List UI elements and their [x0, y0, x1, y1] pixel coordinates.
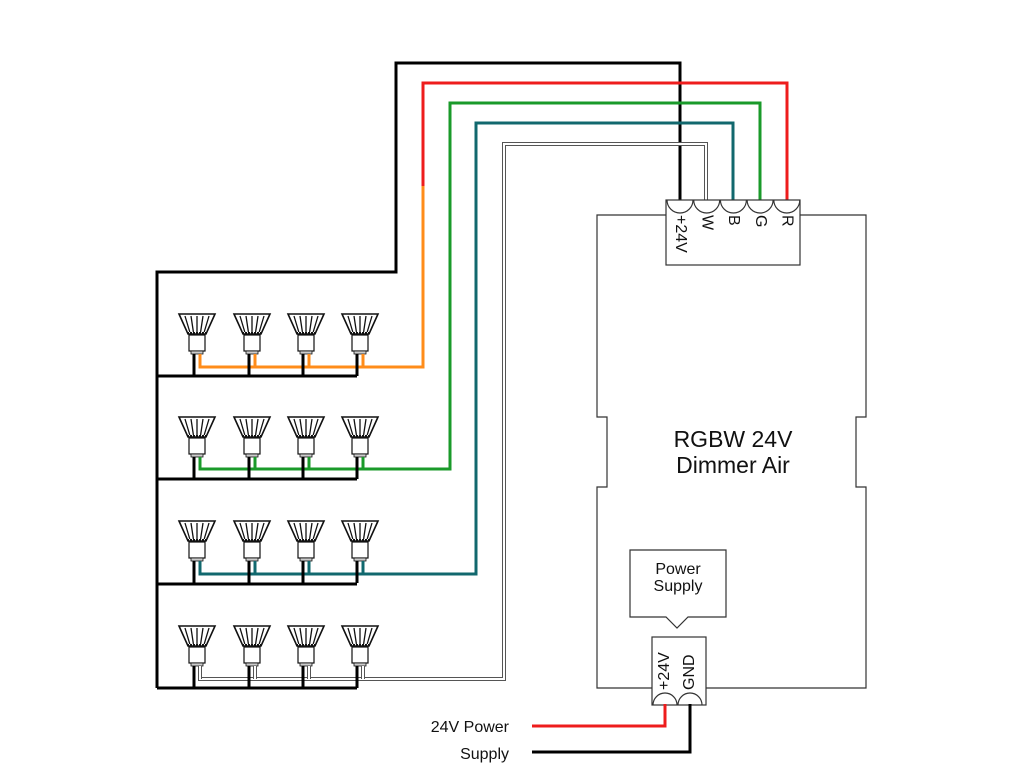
wire-input-plus24v — [532, 704, 667, 728]
wire-green — [198, 101, 762, 471]
power-supply-label-line2: Supply — [654, 578, 703, 595]
bulb-group-w — [177, 625, 380, 688]
output-terminal-label: W — [698, 215, 715, 231]
bulb-icon — [340, 313, 380, 376]
bulb-group-b — [177, 520, 380, 583]
terminal-screw-icon — [693, 199, 721, 214]
bulb-icon — [232, 625, 272, 688]
wire-red — [421, 81, 789, 206]
bulb-icon — [177, 520, 217, 583]
bulb-icon — [286, 416, 326, 479]
power-supply-box — [629, 549, 727, 629]
wire-plus24v — [155, 61, 682, 688]
bulb-icon — [232, 313, 272, 376]
bulb-icon — [177, 625, 217, 688]
bulb-icon — [340, 520, 380, 583]
wire-blue — [198, 121, 735, 576]
input-terminal-block: +24V GND — [651, 636, 707, 706]
terminal-screw-icon — [677, 692, 703, 706]
bulb-icon — [286, 625, 326, 688]
power-input-label-line1: 24V Power — [431, 719, 510, 736]
terminal-screw-icon — [773, 199, 801, 214]
wire-input-gnd — [532, 704, 692, 754]
wires — [155, 61, 789, 690]
bulb-icon — [177, 313, 217, 376]
input-terminal-label: GND — [681, 654, 698, 690]
controller-body — [596, 214, 867, 689]
controller-name-line2: Dimmer Air — [676, 452, 790, 478]
terminal-screw-icon — [652, 692, 678, 706]
output-terminal-label: G — [752, 215, 769, 227]
bulb-icon — [286, 520, 326, 583]
bulb-icon — [340, 416, 380, 479]
output-terminal-label: B — [725, 215, 742, 226]
power-input-label-line2: Supply — [460, 746, 509, 763]
input-terminal-label: +24V — [656, 652, 673, 690]
controller-name-line1: RGBW 24V — [674, 426, 794, 452]
output-terminal-label: R — [779, 215, 796, 227]
bulb-groups — [177, 313, 380, 688]
bulb-icon — [340, 625, 380, 688]
power-supply-label-line1: Power — [655, 561, 701, 578]
bulb-group-g — [177, 416, 380, 479]
bulb-icon — [177, 416, 217, 479]
terminal-screw-icon — [719, 199, 747, 214]
output-terminal-label: +24V — [672, 215, 689, 253]
bulb-icon — [232, 416, 272, 479]
terminal-screw-icon — [746, 199, 774, 214]
bulb-icon — [286, 313, 326, 376]
bulb-group-r — [177, 313, 380, 376]
bulb-icon — [232, 520, 272, 583]
terminal-screw-icon — [666, 199, 694, 214]
